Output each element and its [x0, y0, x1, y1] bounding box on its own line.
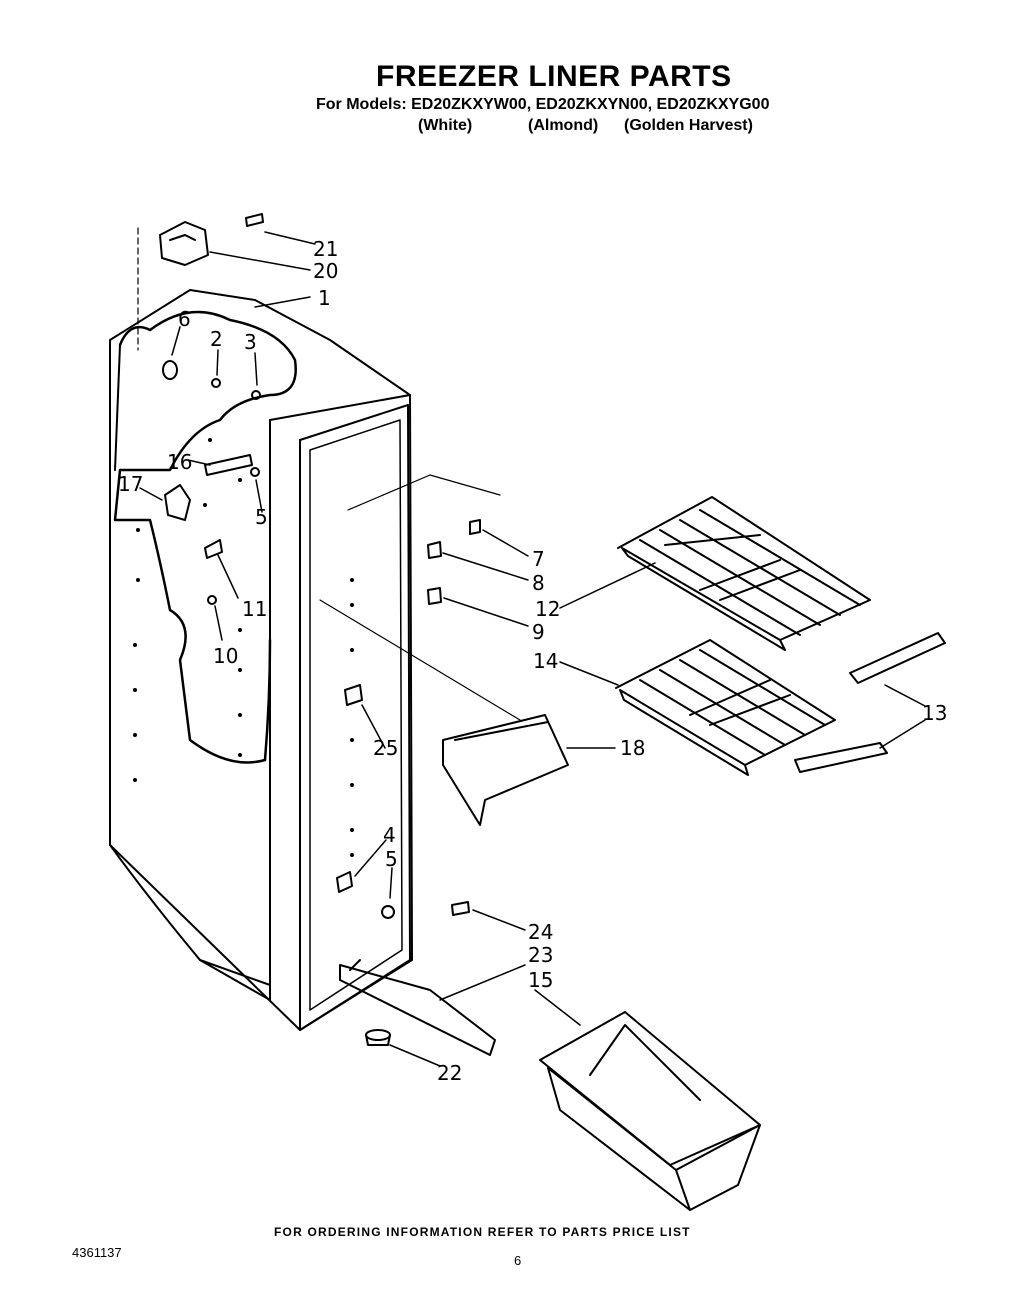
- models-line: For Models: ED20ZKXYW00, ED20ZKXYN00, ED…: [316, 96, 770, 113]
- callout-13: 13: [922, 701, 947, 725]
- callout-18: 18: [620, 736, 645, 760]
- part-20-bracket: [159, 221, 209, 266]
- freezer-liner-body: [109, 289, 413, 1031]
- part-12-upper-shelf: [617, 496, 871, 651]
- callout-25: 25: [373, 736, 398, 760]
- part-15-freezer-pan: [539, 1011, 761, 1211]
- part-7-clip: [469, 519, 481, 535]
- part-8-support: [427, 541, 442, 559]
- callout-22: 22: [437, 1061, 462, 1085]
- callout-16: 16: [167, 450, 192, 474]
- callout-7: 7: [532, 547, 545, 571]
- part-24-screw: [451, 901, 470, 916]
- callout-9: 9: [532, 620, 545, 644]
- part-10-screw: [207, 595, 217, 605]
- callout-15: 15: [528, 968, 553, 992]
- part-3-screw: [251, 390, 261, 400]
- part-18-drawer-slide: [442, 714, 569, 826]
- part-5-screw-upper: [250, 467, 260, 477]
- callout-11: 11: [242, 597, 267, 621]
- diagram-title: FREEZER LINER PARTS: [376, 60, 732, 93]
- callout-17: 17: [118, 472, 143, 496]
- part-6-plug: [162, 360, 178, 380]
- callout-3: 3: [244, 330, 257, 354]
- callout-24: 24: [528, 920, 553, 944]
- callout-6: 6: [178, 307, 191, 331]
- part-25-clip: [344, 684, 363, 706]
- callout-23: 23: [528, 943, 553, 967]
- color-golden-harvest: (Golden Harvest): [624, 117, 753, 134]
- part-22-cap: [365, 1029, 391, 1041]
- callout-5-lower: 5: [385, 847, 398, 871]
- callout-8: 8: [532, 571, 545, 595]
- document-number: 4361137: [72, 1245, 122, 1260]
- color-white: (White): [418, 117, 473, 134]
- part-9-support: [427, 587, 442, 605]
- part-11-fastener: [204, 539, 223, 559]
- callout-14: 14: [533, 649, 558, 673]
- callout-2: 2: [210, 327, 223, 351]
- callout-12: 12: [535, 597, 560, 621]
- part-14-lower-shelf: [615, 639, 836, 776]
- part-21-screw: [245, 213, 264, 227]
- callout-21: 21: [313, 237, 338, 261]
- ordering-note: FOR ORDERING INFORMATION REFER TO PARTS …: [274, 1225, 691, 1239]
- part-17-control: [164, 484, 191, 521]
- callout-4: 4: [383, 823, 396, 847]
- part-23-rail: [339, 959, 496, 1056]
- part-13-trim-lower: [794, 742, 888, 773]
- part-5-screw-lower: [381, 905, 395, 919]
- part-16-bracket: [204, 454, 253, 476]
- callout-10: 10: [213, 644, 238, 668]
- callout-5-upper: 5: [255, 505, 268, 529]
- part-2-screw: [211, 378, 221, 388]
- part-13-trim-upper: [849, 632, 946, 684]
- part-4-bracket: [336, 871, 353, 893]
- callout-20: 20: [313, 259, 338, 283]
- callout-1: 1: [318, 286, 331, 310]
- color-almond: (Almond): [528, 117, 599, 134]
- page-number: 6: [514, 1253, 522, 1268]
